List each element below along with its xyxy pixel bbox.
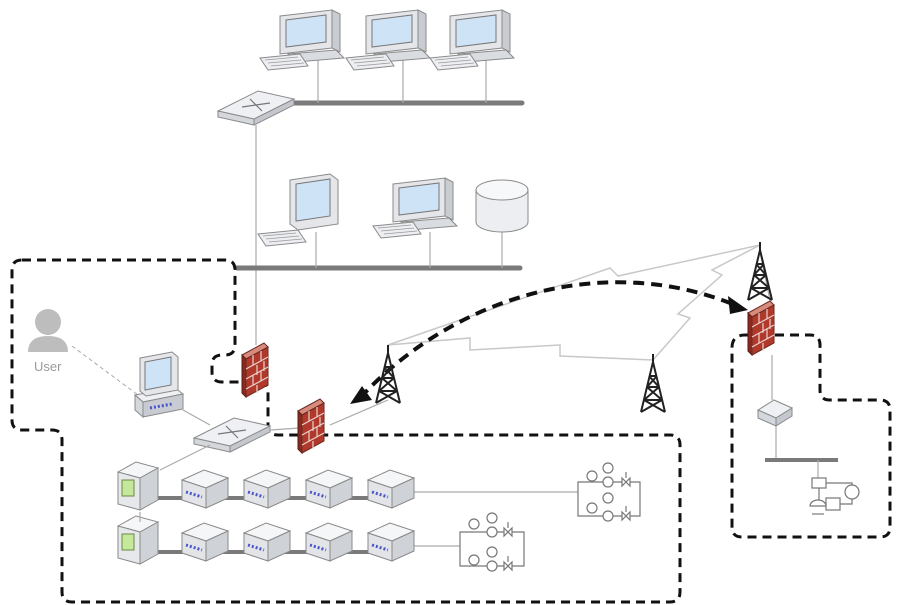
firewall-icon: [747, 300, 775, 356]
computer-icon: [372, 177, 458, 239]
valve-pump-schematic-icon: [577, 462, 641, 522]
wireless-link-icon: [387, 337, 654, 361]
firewall-icon: [297, 398, 325, 454]
network-switch-icon: [217, 90, 295, 126]
corporate-lan: [217, 9, 525, 345]
io-module-icon: [304, 468, 354, 510]
remote-site: [756, 355, 860, 515]
valve-pump-schematic-icon: [459, 512, 525, 572]
io-module-icon: [180, 468, 230, 510]
valve-pump-schematic-icon: [809, 477, 860, 515]
io-module-icon: [242, 468, 292, 510]
hmi-workstation: [133, 351, 211, 426]
controller-icon: [117, 461, 159, 511]
control-zone-left-boundary: [10, 258, 682, 604]
network-switch-icon: [756, 399, 794, 427]
io-module-icon: [366, 521, 416, 563]
wireless-links: [387, 244, 773, 361]
controller-icon: [117, 515, 159, 565]
user-icon: [28, 309, 68, 352]
user-label: User: [34, 359, 62, 374]
database-icon: [475, 179, 529, 233]
firewall-icon: [241, 342, 269, 398]
computer-icon: [429, 9, 515, 71]
computer-icon: [345, 9, 431, 71]
attack-path-arrow-icon: [350, 280, 748, 404]
fieldbus-row-1: [117, 461, 578, 511]
io-module-icon: [180, 521, 230, 563]
fieldbus-row-2: [117, 515, 460, 565]
radio-tower-icon: [640, 353, 666, 413]
server-lan: [234, 173, 529, 271]
control-zone-right-boundary: [730, 333, 892, 539]
io-module-icon: [366, 468, 416, 510]
radio-tower-icon: [375, 344, 401, 404]
monitor-icon: [257, 173, 339, 247]
io-module-icon: [242, 521, 292, 563]
computer-icon: [259, 9, 345, 71]
io-module-icon: [304, 521, 354, 563]
wireless-link-icon: [652, 244, 761, 361]
